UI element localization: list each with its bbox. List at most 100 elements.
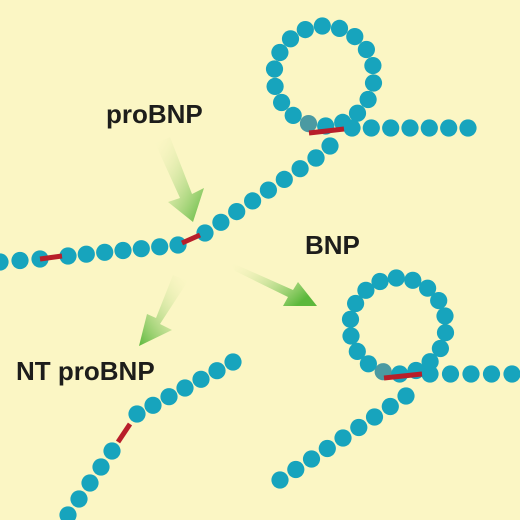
amino-acid-bead <box>421 353 439 371</box>
amino-acid-bead <box>364 74 383 92</box>
amino-acid-bead <box>281 30 300 48</box>
amino-acid-bead <box>357 281 375 299</box>
probnp-tail-bond <box>39 253 63 262</box>
amino-acid-bead <box>357 40 375 59</box>
amino-acid-bead <box>114 241 132 260</box>
amino-acid-bead <box>431 339 449 358</box>
amino-acid-bead <box>387 269 405 287</box>
amino-acid-bead <box>176 379 194 397</box>
amino-acid-bead <box>96 243 114 261</box>
amino-acid-bead <box>11 251 29 270</box>
amino-acid-bead <box>347 294 365 313</box>
amino-acid-bead <box>430 292 448 310</box>
amino-acid-bead <box>275 170 293 188</box>
amino-acid-bead <box>59 506 77 520</box>
amino-acid-bead <box>348 342 366 360</box>
amino-acid-bead <box>365 408 384 426</box>
ntprobnp-molecule <box>59 353 242 520</box>
probnp-disulfide-bond <box>308 126 345 136</box>
amino-acid-bead <box>318 439 336 458</box>
ntprobnp-label: NT proBNP <box>16 356 155 386</box>
amino-acid-bead <box>287 460 305 479</box>
probnp-ring-beads <box>265 17 383 135</box>
amino-acid-bead <box>307 149 325 167</box>
amino-acid-bead <box>321 137 339 155</box>
amino-acid-bead <box>291 160 309 178</box>
amino-acid-bead <box>271 43 289 62</box>
amino-acid-bead <box>371 272 389 291</box>
amino-acid-bead <box>151 238 169 256</box>
amino-acid-bead <box>397 387 415 405</box>
amino-acid-bead <box>169 236 187 254</box>
amino-acid-bead <box>244 192 262 210</box>
amino-acid-bead <box>419 279 437 297</box>
amino-acid-bead <box>192 370 210 388</box>
arrow-to-probnp-icon <box>155 137 204 222</box>
amino-acid-bead <box>224 353 242 371</box>
amino-acid-bead <box>128 405 146 423</box>
amino-acid-bead <box>59 247 77 265</box>
amino-acid-bead <box>364 57 382 75</box>
amino-acid-bead <box>259 181 277 199</box>
amino-acid-bead <box>421 365 439 383</box>
amino-acid-bead <box>212 213 230 231</box>
amino-acid-bead <box>348 104 367 122</box>
bnp-label: BNP <box>305 230 360 260</box>
amino-acid-bead <box>381 397 399 416</box>
amino-acid-bead <box>346 27 364 46</box>
amino-acid-bead <box>334 429 352 447</box>
amino-acid-bead <box>92 458 110 476</box>
amino-acid-bead <box>265 60 284 78</box>
amino-acid-bead <box>441 365 460 383</box>
amino-acid-bead <box>341 310 360 328</box>
amino-acid-bead <box>302 450 321 468</box>
amino-acid-bead <box>359 90 377 109</box>
amino-acid-bead <box>228 203 246 221</box>
amino-acid-bead <box>350 418 368 437</box>
amino-acid-bead <box>160 388 178 406</box>
amino-acid-bead <box>330 19 349 37</box>
bnp-ring-beads <box>341 269 455 383</box>
amino-acid-bead <box>296 21 314 39</box>
amino-acid-bead <box>482 365 501 383</box>
amino-acid-bead <box>440 119 458 137</box>
amino-acid-bead <box>132 240 150 258</box>
amino-acid-bead <box>208 362 226 380</box>
amino-acid-bead <box>382 119 400 137</box>
amino-acid-bead <box>334 113 352 131</box>
amino-acid-bead <box>103 442 121 460</box>
amino-acid-bead <box>362 119 380 137</box>
ntprobnp-chain-beads <box>59 353 242 520</box>
amino-acid-bead <box>284 106 302 124</box>
amino-acid-bead <box>436 324 455 342</box>
bnp-disulfide-bond <box>383 371 423 381</box>
amino-acid-bead <box>144 396 162 414</box>
amino-acid-bead <box>436 307 454 325</box>
amino-acid-bead <box>0 253 9 271</box>
amino-acid-bead <box>299 115 318 133</box>
ntprobnp-tail-bond <box>115 422 133 444</box>
amino-acid-bead <box>462 365 480 383</box>
probnp-molecule <box>0 17 477 271</box>
probnp-cleavage-bond <box>180 232 202 246</box>
amino-acid-bead <box>81 474 99 492</box>
amino-acid-bead <box>420 119 438 137</box>
amino-acid-bead <box>77 245 95 263</box>
amino-acid-bead <box>313 17 331 35</box>
probnp-chain-beads <box>0 119 477 271</box>
arrow-to-bnp-icon <box>230 262 317 306</box>
bnp-chain-beads <box>271 365 520 489</box>
amino-acid-bead <box>401 119 419 137</box>
arrow-to-ntprobnp-icon <box>139 275 188 346</box>
amino-acid-bead <box>273 93 291 112</box>
amino-acid-bead <box>404 271 422 289</box>
amino-acid-bead <box>271 471 289 489</box>
amino-acid-bead <box>459 119 477 137</box>
amino-acid-bead <box>70 490 88 508</box>
bnp-molecule <box>271 269 520 489</box>
probnp-label: proBNP <box>106 99 203 129</box>
amino-acid-bead <box>503 365 520 383</box>
amino-acid-bead <box>342 327 360 345</box>
amino-acid-bead <box>266 77 284 95</box>
